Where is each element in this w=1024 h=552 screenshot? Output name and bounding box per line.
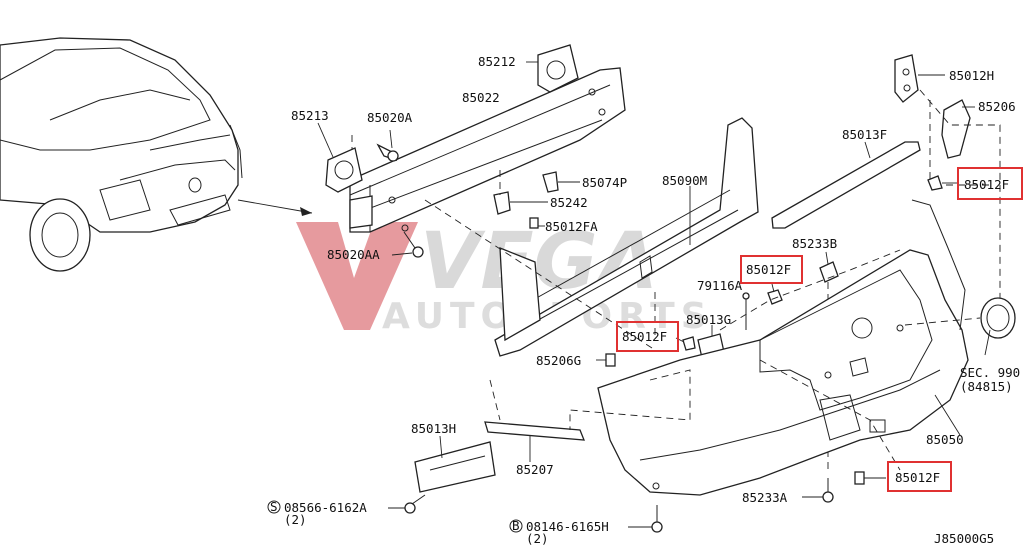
label-85012F-b: 85012F — [746, 262, 791, 277]
drawing-number: J85000G5 — [934, 531, 994, 546]
part-79116A-stud — [742, 292, 750, 330]
label-85212: 85212 — [478, 54, 516, 69]
label-85013H: 85013H — [411, 421, 456, 436]
b-symbol: B — [512, 518, 520, 533]
part-85020AA-bolt — [391, 231, 424, 258]
part-85206-bracket — [919, 89, 1001, 310]
label-bolt-s: 08566-6162A — [284, 500, 367, 515]
watermark-brand: VEGA — [420, 217, 658, 307]
label-85213: 85213 — [291, 108, 329, 123]
part-85013H-bracket — [414, 435, 496, 493]
label-85020A: 85020A — [367, 110, 413, 125]
part-85207-strip — [484, 421, 585, 462]
label-bolt-b-qty: (2) — [526, 531, 549, 546]
part-85012F-clip-b — [767, 283, 783, 305]
part-85212-bracket — [526, 44, 579, 93]
label-85022: 85022 — [462, 90, 500, 105]
part-85012F-clip-c — [675, 336, 696, 351]
part-85242-bracket — [493, 170, 548, 215]
watermark-logo — [296, 222, 418, 330]
part-85012F-clip-a — [927, 175, 958, 191]
part-85022-beam — [349, 67, 626, 233]
highlight-box-a — [957, 167, 1023, 200]
part-85213-bracket — [317, 122, 363, 193]
part-85013F-molding — [771, 141, 921, 229]
label-85013G: 85013G — [686, 312, 731, 327]
part-85020A-bolt — [376, 129, 399, 162]
highlight-box-b — [740, 255, 803, 284]
label-85012H: 85012H — [949, 68, 994, 83]
part-85012F-clip-d — [854, 471, 886, 485]
label-85206G: 85206G — [536, 353, 581, 368]
b-symbol-icon — [509, 519, 523, 533]
label-85013F: 85013F — [842, 127, 887, 142]
car-overview — [0, 37, 313, 272]
highlight-boxes — [616, 167, 1023, 492]
label-85090M: 85090M — [662, 173, 707, 188]
s-symbol: S — [270, 499, 278, 514]
emblem-sec990 — [904, 297, 1016, 356]
label-85074P: 85074P — [582, 175, 627, 190]
label-sec990-ref: (84815) — [960, 379, 1013, 394]
label-85012F-c: 85012F — [622, 329, 667, 344]
label-85233A: 85233A — [742, 490, 788, 505]
part-bolt-s — [388, 494, 426, 514]
s-symbol-icon — [267, 500, 281, 514]
part-85074P-clip — [542, 171, 580, 193]
label-85206: 85206 — [978, 99, 1016, 114]
label-85012F-d: 85012F — [895, 470, 940, 485]
part-85090M-absorber — [494, 117, 759, 357]
label-sec990: SEC. 990 — [960, 365, 1020, 380]
label-85207: 85207 — [516, 462, 554, 477]
part-85233A-nut — [802, 478, 834, 503]
label-85233B: 85233B — [792, 236, 837, 251]
part-85012H-bracket — [894, 54, 945, 103]
label-85050: 85050 — [926, 432, 964, 447]
highlight-box-d — [887, 461, 952, 492]
label-85012FA: 85012FA — [545, 219, 598, 234]
highlight-box-c — [616, 321, 679, 352]
part-bolt-b — [628, 505, 663, 533]
label-bolt-s-qty: (2) — [284, 512, 307, 527]
label-85020AA: 85020AA — [327, 247, 380, 262]
label-bolt-b: 08146-6165H — [526, 519, 609, 534]
label-85242: 85242 — [550, 195, 588, 210]
part-labels: 85212 85022 85213 85020A 85074P 85242 85… — [267, 54, 1020, 546]
label-79116A: 79116A — [697, 278, 743, 293]
label-85012F-a: 85012F — [964, 177, 1009, 192]
part-85206G-clip — [596, 353, 616, 367]
part-85012FA-clip — [529, 217, 545, 229]
arrow-icon — [300, 207, 312, 216]
